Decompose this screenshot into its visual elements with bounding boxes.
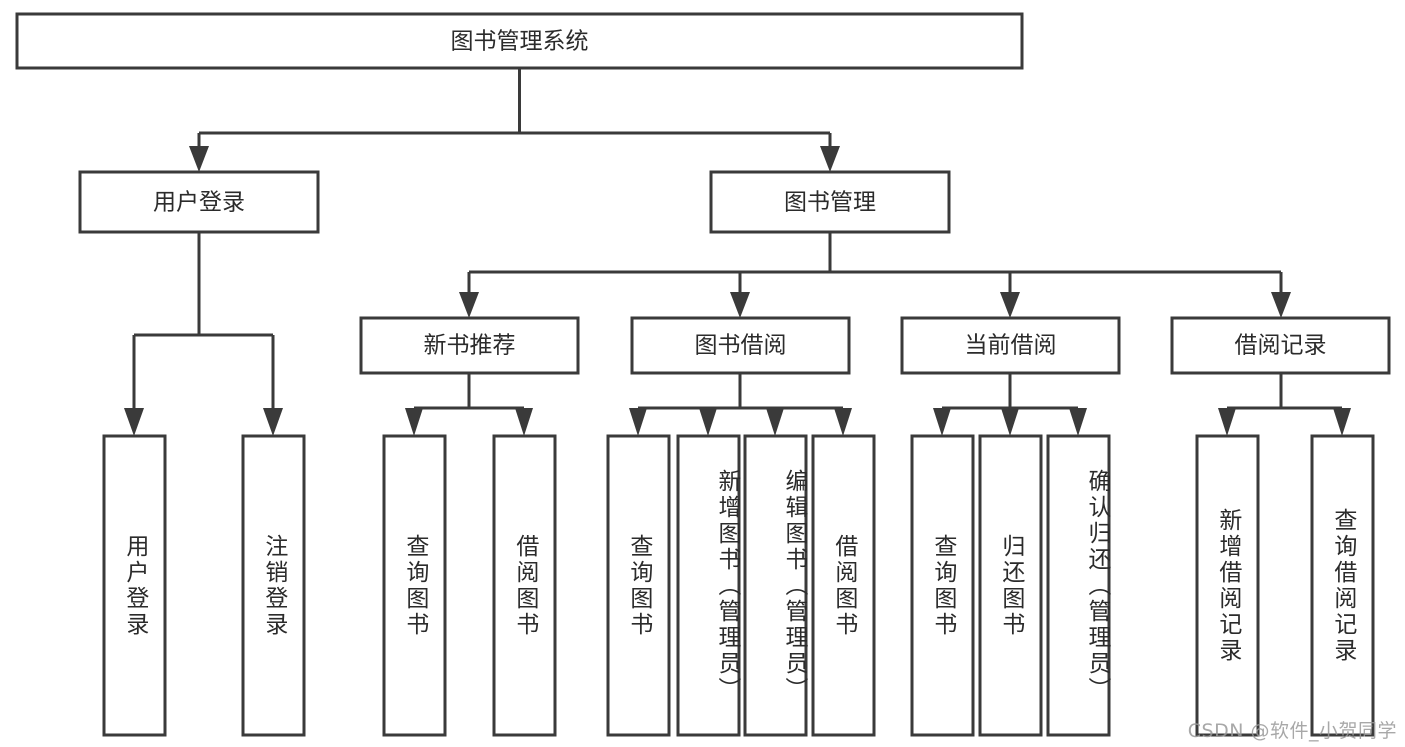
arrow-leaf-borrow-book-1 <box>515 408 533 436</box>
arrow-leaf-query-book-2 <box>629 408 647 436</box>
connector-group-userlogin <box>124 232 283 436</box>
node-leaf-return-book-box[interactable] <box>978 434 1043 737</box>
node-borrow-record[interactable]: 借阅记录 <box>1170 316 1391 375</box>
arrow-leaf-logout-login <box>263 408 283 436</box>
node-leaf-query-book-1-box[interactable] <box>382 434 447 737</box>
connector-group-borrow-record <box>1218 373 1351 436</box>
arrow-leaf-borrow-book-2 <box>834 408 852 436</box>
node-leaf-add-record-box[interactable] <box>1195 434 1260 737</box>
arrow-to-borrow-record <box>1271 292 1291 318</box>
node-leaf-user-login-box[interactable] <box>102 434 167 737</box>
arrow-leaf-query-book-3 <box>933 408 951 436</box>
node-book-manage[interactable]: 图书管理 <box>709 170 951 234</box>
node-root-label: 图书管理系统 <box>451 29 589 55</box>
node-root[interactable]: 图书管理系统 <box>15 12 1024 70</box>
connector-group-current-borrow <box>933 373 1087 436</box>
watermark-text: CSDN @软件_小贺同学 <box>1187 720 1397 742</box>
node-book-borrow-box[interactable] <box>630 316 851 375</box>
connector-group-new-book-recommend <box>405 373 533 436</box>
arrow-leaf-add-book <box>699 408 717 436</box>
node-new-book-recommend-box[interactable] <box>359 316 580 375</box>
arrow-leaf-query-record <box>1333 408 1351 436</box>
connector-group-book-borrow <box>629 373 852 436</box>
node-leaf-logout-login-box[interactable] <box>241 434 306 737</box>
connector-group-bookmanage <box>459 232 1291 318</box>
node-leaf-edit-book-box[interactable] <box>743 434 808 737</box>
arrow-leaf-confirm-return <box>1069 408 1087 436</box>
arrow-leaf-return-book <box>1001 408 1019 436</box>
node-book-manage-label: 图书管理 <box>784 190 876 216</box>
arrow-to-book-borrow <box>730 292 750 318</box>
node-user-login-box[interactable] <box>78 170 320 234</box>
arrow-leaf-user-login <box>124 408 144 436</box>
node-current-borrow-label: 当前借阅 <box>965 333 1057 359</box>
node-borrow-record-box[interactable] <box>1170 316 1391 375</box>
arrow-to-new-book-recommend <box>459 292 479 318</box>
node-leaf-query-book-3-box[interactable] <box>910 434 975 737</box>
node-new-book-recommend[interactable]: 新书推荐 <box>359 316 580 375</box>
node-borrow-record-label: 借阅记录 <box>1235 333 1327 359</box>
arrow-to-bookmanage <box>820 146 840 172</box>
node-book-borrow[interactable]: 图书借阅 <box>630 316 851 375</box>
arrow-to-current-borrow <box>1000 292 1020 318</box>
node-book-borrow-label: 图书借阅 <box>695 333 787 359</box>
node-leaf-query-record-box[interactable] <box>1310 434 1375 737</box>
node-leaf-confirm-return-box[interactable] <box>1046 434 1111 737</box>
node-root-box[interactable] <box>15 12 1024 70</box>
node-leaf-add-book-box[interactable] <box>676 434 741 737</box>
node-new-book-recommend-label: 新书推荐 <box>424 333 516 359</box>
arrow-leaf-query-book-1 <box>405 408 423 436</box>
node-current-borrow-box[interactable] <box>900 316 1121 375</box>
connector-group-root <box>189 68 840 172</box>
arrow-to-userlogin <box>189 146 209 172</box>
node-current-borrow[interactable]: 当前借阅 <box>900 316 1121 375</box>
arrow-leaf-add-record <box>1218 408 1236 436</box>
node-leaf-query-book-2-box[interactable] <box>606 434 671 737</box>
node-leaf-borrow-book-1-box[interactable] <box>492 434 557 737</box>
node-user-login-label: 用户登录 <box>153 190 245 216</box>
arrow-leaf-edit-book <box>766 408 784 436</box>
node-user-login[interactable]: 用户登录 <box>78 170 320 234</box>
node-leaf-borrow-book-2-box[interactable] <box>811 434 876 737</box>
node-book-manage-box[interactable] <box>709 170 951 234</box>
